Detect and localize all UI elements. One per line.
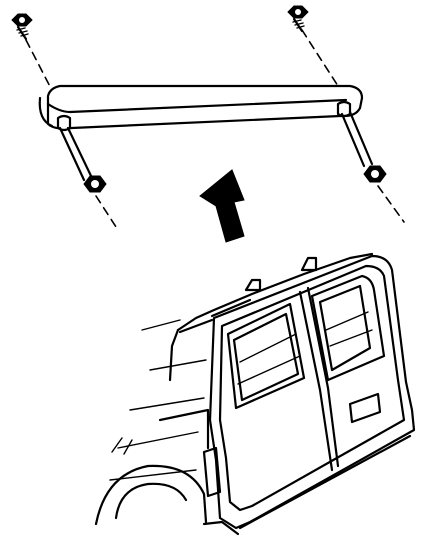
- nut-icon: [83, 175, 107, 193]
- alignment-line-top-right: [301, 29, 339, 87]
- bolt-icon: [11, 13, 33, 41]
- arrow-up-icon: [199, 169, 245, 243]
- spoiler-icon: [38, 84, 374, 182]
- nut-icon: [363, 165, 387, 183]
- bolt-icon: [287, 5, 309, 33]
- alignment-line-bottom-right: [377, 185, 405, 223]
- alignment-line-bottom-left: [95, 195, 119, 231]
- van-icon: [94, 252, 416, 536]
